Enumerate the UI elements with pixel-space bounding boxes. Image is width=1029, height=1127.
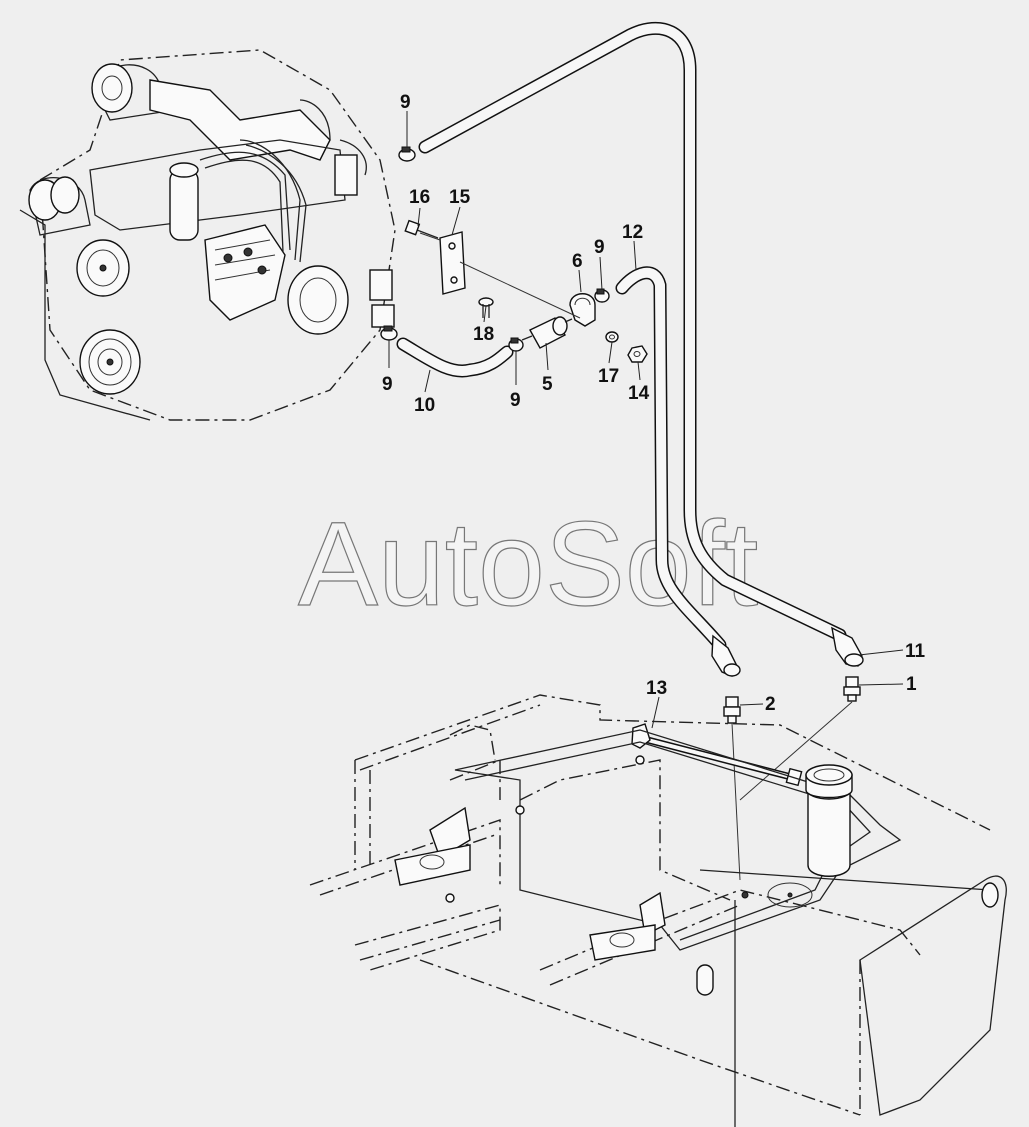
mounting-plate — [439, 231, 581, 319]
callout-10: 10 — [414, 395, 435, 416]
callout-18: 18 — [473, 324, 494, 345]
callout-17: 17 — [598, 366, 619, 387]
fuel-filter — [521, 316, 573, 349]
callout-9-filter: 9 — [510, 390, 521, 411]
return-hose — [418, 21, 864, 667]
callout-12: 12 — [622, 222, 643, 243]
callout-16: 16 — [409, 187, 430, 208]
bracket-clip — [569, 293, 596, 327]
fitting-2 — [723, 696, 741, 881]
callout-9-top: 9 — [400, 92, 411, 113]
callout-9-right: 9 — [594, 237, 605, 258]
callout-9-left: 9 — [382, 374, 393, 395]
callout-2: 2 — [765, 694, 776, 715]
fitting-1 — [739, 676, 861, 801]
machine-frame — [309, 694, 1007, 1127]
hose-clamp-lower-left — [380, 325, 398, 341]
short-hose — [396, 337, 514, 378]
tank-pipe — [631, 723, 803, 787]
engine-assembly — [19, 49, 396, 421]
callout-15: 15 — [449, 187, 471, 208]
callout-5: 5 — [542, 374, 553, 395]
nut-14 — [627, 345, 648, 363]
nut-17 — [605, 331, 619, 343]
callout-13: 13 — [646, 678, 667, 699]
supply-hose — [615, 266, 741, 677]
callout-6: 6 — [572, 251, 583, 272]
callout-14: 14 — [628, 383, 650, 404]
callout-labels: 9 16 15 18 9 10 9 5 6 9 12 17 14 11 1 2 … — [382, 92, 926, 715]
callout-1: 1 — [906, 674, 917, 695]
leader-lines — [388, 111, 904, 729]
hose-clamp-right — [594, 288, 610, 303]
hose-clamp-filter — [508, 337, 524, 352]
callout-11: 11 — [905, 641, 926, 662]
bolt-16 — [404, 219, 441, 241]
hose-clamp-top — [398, 146, 416, 162]
